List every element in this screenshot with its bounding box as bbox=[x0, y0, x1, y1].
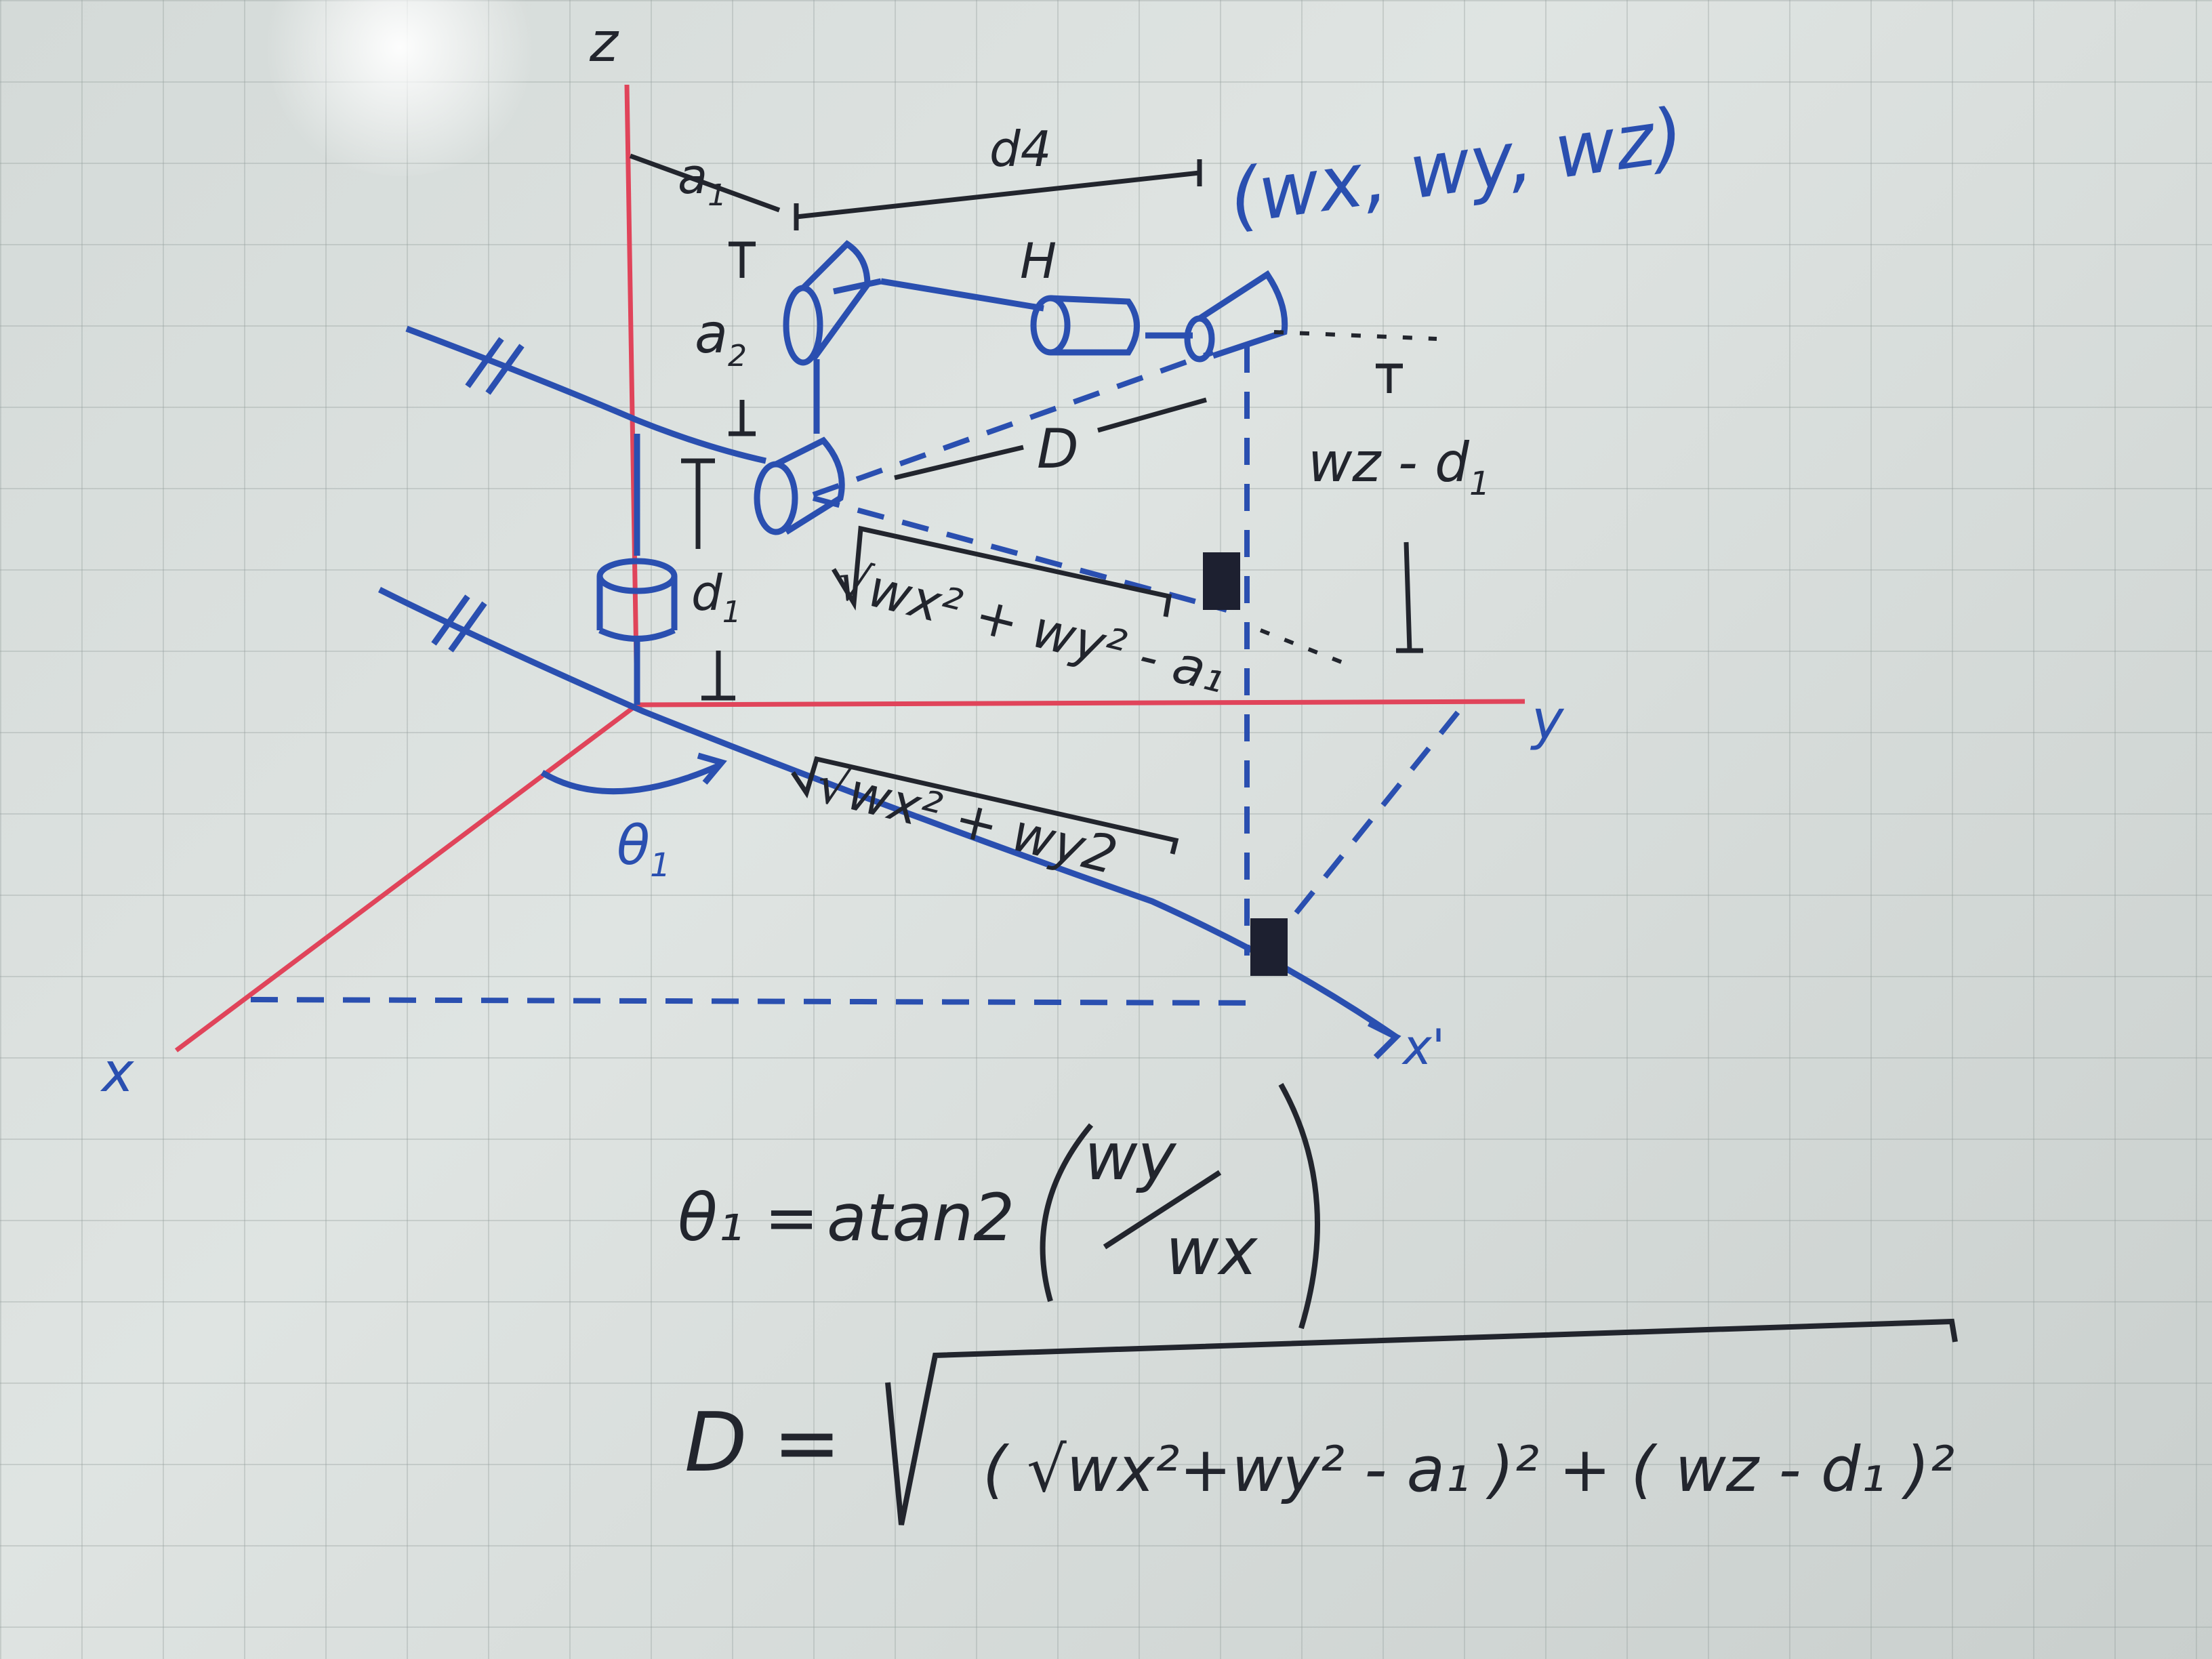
upper-reference-line bbox=[405, 325, 766, 464]
z-axis bbox=[624, 84, 640, 705]
D-eq-radical bbox=[885, 1318, 1958, 1525]
d4-dimension-line bbox=[794, 159, 1202, 230]
elbow-joint bbox=[783, 240, 871, 380]
x-prime-label: x' bbox=[1401, 1019, 1445, 1076]
D-equation: D = ( √wx²+wy² - a₁ )² + ( wz - d₁ )² bbox=[684, 1318, 1958, 1525]
y-axis-label: y bbox=[1530, 689, 1565, 752]
d1-dimension-line bbox=[681, 458, 735, 701]
ground-projection-marker bbox=[1250, 918, 1288, 976]
upper-sqrt-bar bbox=[831, 525, 1172, 617]
lower-sqrt-bar bbox=[791, 756, 1179, 855]
theta1-eq-fn: atan2 bbox=[827, 1180, 1015, 1256]
D-eq-lhs: D = bbox=[684, 1396, 841, 1490]
theta1-eq-numerator: wy bbox=[1084, 1119, 1177, 1195]
base-joint-cylinder bbox=[596, 434, 678, 705]
end-effector bbox=[1184, 270, 1288, 363]
z-axis-label: z bbox=[589, 11, 619, 74]
D-eq-rhs: ( √wx²+wy² - a₁ )² + ( wz - d₁ )² bbox=[983, 1433, 1954, 1506]
wrist-projection-marker bbox=[1203, 552, 1240, 610]
coordinate-axes bbox=[174, 84, 1525, 1052]
forearm-link bbox=[833, 278, 1044, 312]
lower-sqrt-label: √wx² + wy2 bbox=[811, 753, 1124, 886]
theta1-eq-right-paren bbox=[1278, 1083, 1320, 1330]
theta1-eq-left-paren bbox=[1040, 1123, 1094, 1303]
x-axis bbox=[174, 703, 639, 1052]
shoulder-joint bbox=[754, 380, 845, 535]
a1-dimension-line bbox=[629, 153, 781, 213]
d4-label: d4 bbox=[989, 121, 1052, 178]
wz-d1-dimension-line bbox=[1376, 363, 1423, 653]
wz-d1-label: wz - d1 bbox=[1308, 431, 1490, 503]
theta1-equation: θ₁ = atan2 wy wx bbox=[678, 1083, 1320, 1330]
wrist-point-label: (wx, wy, wz) bbox=[1224, 91, 1689, 241]
x-axis-label: x bbox=[100, 1041, 135, 1104]
wrist-cylinder bbox=[1030, 295, 1193, 356]
d1-label: d1 bbox=[691, 565, 741, 630]
theta1-eq-fraction-bar bbox=[1103, 1170, 1222, 1250]
theta1-eq-denominator: wx bbox=[1166, 1214, 1258, 1290]
a2-dimension-line bbox=[729, 241, 756, 436]
projection-lines bbox=[250, 346, 1467, 1006]
a1-label: a1 bbox=[678, 148, 726, 213]
y-axis bbox=[636, 699, 1525, 708]
D-label: D bbox=[1037, 417, 1079, 480]
theta1-eq-lhs: θ₁ = bbox=[678, 1180, 819, 1256]
theta1-label: θ1 bbox=[617, 814, 671, 884]
H-label: H bbox=[1020, 232, 1057, 289]
D-distance-line bbox=[894, 397, 1207, 480]
theta1-arc bbox=[540, 752, 727, 795]
a2-label: a2 bbox=[695, 302, 747, 373]
dotted-guides bbox=[1259, 330, 1437, 670]
upper-sqrt-label: √wx² + wy² - a₁ bbox=[831, 550, 1232, 705]
